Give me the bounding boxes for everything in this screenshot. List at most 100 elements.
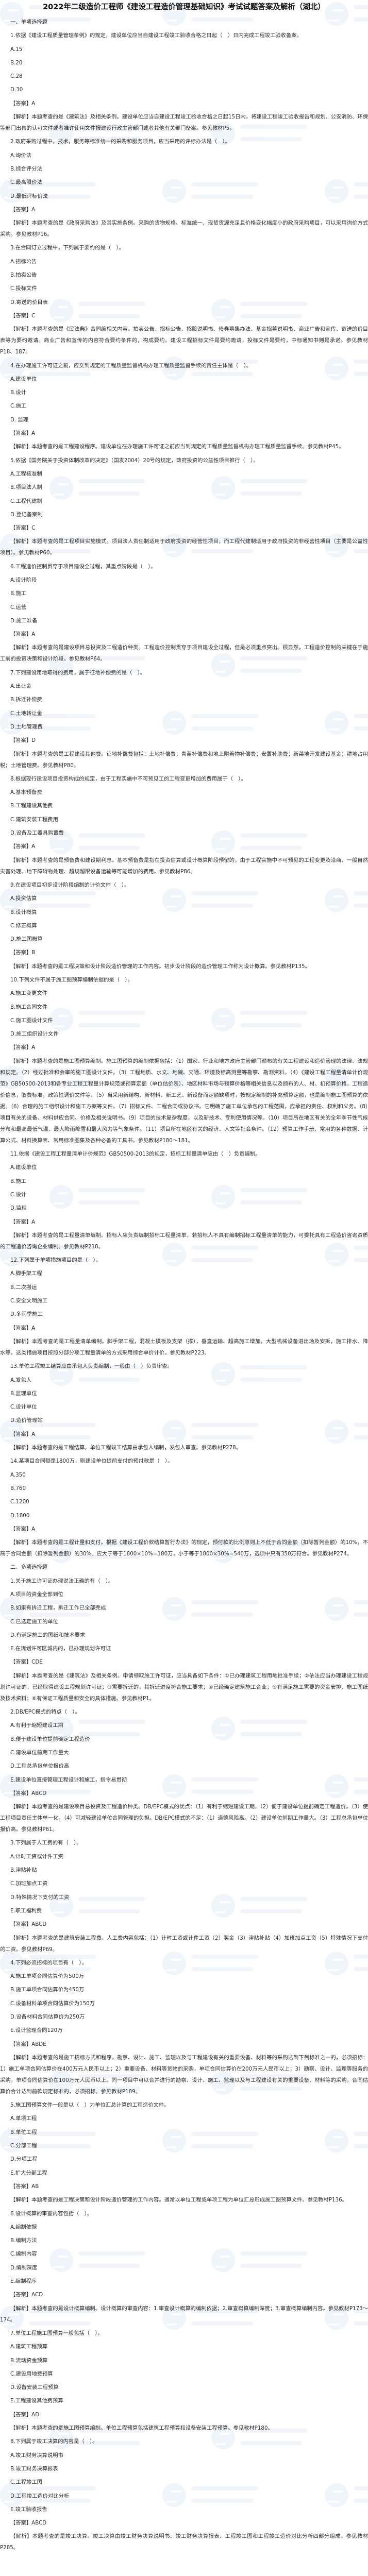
answer-option: B.项目法人制 (10, 484, 42, 491)
answer-option: E.建设单位直接管理工程设计和施工，指令易贯彻 (10, 1776, 127, 1783)
answer-option: A.工程核准制 (10, 470, 42, 477)
question-item: 1.依据《建设工程质量管理条例》的规定，建设单位应当自建设工程竣工验收合格之日起… (0, 30, 368, 134)
answer-analysis: 【解析】本题考查的是《民法典》合同编相关内容。拍卖公告、招标公告、招股说明书、债… (0, 326, 368, 355)
answer-analysis: 【解析】本题考查的是设计概算编制。设计概算的审查内容：1.审查设计概算的编制依据… (0, 2305, 368, 2323)
answer-option: D.1800 (10, 1512, 30, 1519)
question-stem: 1.关于施工许可证办理说法正确的有（ ）。 (10, 1578, 114, 1584)
answer-analysis: 【解析】本题考查的是工程建设程序。建设单位在办理施工许可证之前应当到规定的工程质… (10, 444, 344, 450)
answer-analysis: 【解析】本题考查的是工程结算。单位工程竣工结算由承包人编制，发包人审查。参见教材… (10, 1445, 242, 1451)
correct-answer: 【答案】C (10, 525, 36, 532)
correct-answer: 【答案】AD (10, 2411, 40, 2418)
answer-option: C.设计 (10, 1191, 27, 1198)
answer-option: C.投标文件 (10, 285, 37, 292)
answer-option: A.设计阶段 (10, 577, 37, 583)
question-stem: 3.下列属于人工费的有（ ）。 (10, 1840, 82, 1846)
correct-answer: 【答案】C (10, 312, 36, 319)
question-item: 7.单位工程施工图预算一般包括（ ）。 A.建筑工程预算 B.流动资金预算 C.建设用… (0, 2328, 368, 2434)
correct-answer: 【答案】B (10, 950, 36, 956)
answer-option: B.津贴补贴 (10, 1867, 37, 1874)
section-heading: 二、多项选择题 (10, 1564, 48, 1571)
question-stem: 7.单位工程施工图预算一般包括（ ）。 (10, 2330, 103, 2336)
question-stem: 1.依据《建设工程质量管理条例》的规定，建设单位应当自建设工程竣工验收合格之日起… (10, 32, 302, 39)
answer-option: A.计时工资或计件工资 (10, 1853, 63, 1860)
correct-answer: 【答案】D (10, 737, 36, 744)
answer-analysis: 【解析】本题考查的是建设项目总投资及工程造价种类。DB/EPC模式的优点：（1）… (0, 1804, 368, 1833)
answer-option: C.修正概算 (10, 922, 37, 929)
question-stem: 5.依据《国务院关于投资体制改革的决定》（国发2004）20号的规定，政府投资的… (10, 457, 259, 464)
question-stem: 4.在办理施工许可证之前，应交到规定的工程质量监督机构办理工程质量监督手续的责任… (10, 362, 252, 369)
answer-option: C.编制内容 (10, 2251, 37, 2258)
correct-answer: 【答案】ABDE (10, 2041, 46, 2047)
answer-option: B.工程建设其他费 (10, 803, 53, 809)
answer-option: A.有利于缩短建设工期 (10, 1722, 63, 1729)
answer-option: B.760 (10, 1485, 26, 1492)
answer-option: C.最高限价法 (10, 179, 42, 186)
answer-option: B.竣工财务决算报表 (10, 2465, 58, 2472)
answer-option: B.如果有拆迁工程，拆迁工作已全部完成 (10, 1605, 106, 1612)
question-stem: 2.政府采购过程中，技术，服务等标准统一的采购和服务项目，应当采用的评标办法是（… (10, 139, 230, 145)
answer-option: C.运营 (10, 604, 27, 611)
correct-answer: 【答案】CDE (10, 1659, 43, 1666)
answer-option: B.综合评分法 (10, 165, 42, 172)
correct-answer: 【答案】A (10, 843, 36, 850)
answer-option: E.竣工验收报告 (10, 2506, 47, 2513)
answer-analysis: 【解析】本题考查的是工程量清单编制。招标人应负责编制招标工程量清单，若招标人不具… (0, 1232, 368, 1250)
answer-option: E.工程建设其他费预算 (10, 2398, 63, 2404)
answer-analysis: 【解析】本题考查的是施工招标方式和程序。勘察、设计、施工、监理以及与工程建设有关… (0, 2054, 368, 2095)
answer-option: D.监理 (10, 1205, 27, 1212)
answer-analysis: 【解析】本题考查的是施工图预算编制。施工图预算的编制依据包括：（1）国家、行业和… (0, 1058, 368, 1144)
answer-option: A.350 (10, 1471, 26, 1478)
question-stem: 2.DB/EPC模式的特点（ ）。 (10, 1709, 80, 1716)
answer-option: B.监理单位 (10, 1390, 37, 1397)
answer-analysis: 【解析】本题考查的是竣工决算。竣工决算由竣工财务决算说明书、竣工财务决算报表、工… (0, 2533, 368, 2551)
answer-option: A.施工单项合同估算价为500万 (10, 1973, 85, 1980)
answer-option: D.设备及工器具购置费 (10, 830, 64, 837)
answer-option: A.施工变更文件 (10, 990, 47, 997)
answer-analysis: 【解析】本题考查的是工程项目实施模式。项目法人责任制适用于政府投资的经营性项目，… (0, 538, 368, 556)
answer-option: B.流动资金预算 (10, 2357, 48, 2364)
answer-option: A.建筑工程预算 (10, 2344, 47, 2350)
answer-analysis: 【解析】本题考查的是工程量清单编制。脚手架工程，混凝土模板及支架（撑），垂直运输… (0, 1338, 368, 1356)
correct-answer: 【答案】A (10, 1218, 36, 1225)
question-stem: 4.下列必须招标的项目有（ ）。 (10, 1959, 87, 1966)
question-stem: 10.下列文件不属于施工图预算编制依据的是（ ）。 (10, 977, 133, 983)
question-stem: 5.施工图预算文件一般是以（ ）为单位汇总计算的工程造价文件。 (10, 2102, 170, 2109)
question-stem: 11.依据《建设工程工程量清单计价规范》GB50500-2013的规定，招标工程… (10, 1151, 261, 1158)
answer-option: B.施工单项合同估算价为450万 (10, 1987, 85, 1993)
answer-option: B.设计概算 (10, 909, 37, 916)
answer-option: B.施工 (10, 1178, 26, 1184)
answer-analysis: 【解析】本题考查的是工程建设其他费。征地补偿费包括：土地补偿费；青苗补偿费和地上… (0, 751, 368, 769)
question-item: 8.根据现行建设项目投资构成的规定，由于工程实施中不可预见工的工程变更增加的费用… (0, 773, 368, 877)
answer-option: D.分项工程 (10, 2156, 38, 2163)
answer-option: B.拍卖公告 (10, 272, 37, 279)
answer-option: A.询价法 (10, 152, 32, 159)
answer-option: C.建设用地费预算 (10, 2370, 53, 2377)
answer-option: D. 监理 (10, 416, 29, 423)
question-item: 11.依据《建设工程工程量清单计价规范》GB50500-2013的规定，招标工程… (0, 1148, 368, 1252)
answer-option: A.建设单位 (10, 1164, 37, 1171)
answer-option: D.工程竣工造价对比分析 (10, 2493, 70, 2499)
answer-option: C.已选定施工的单位 (10, 1618, 58, 1625)
correct-answer: 【答案】A (10, 100, 36, 107)
correct-answer: 【答案】A (10, 631, 36, 638)
answer-option: E.扩大分部工程 (10, 2170, 47, 2176)
answer-analysis: 【解析】本题考查的是施工图预算编制。单位工程预算包括建筑工程预算和设备安装工程预… (10, 2425, 273, 2432)
question-item: 4.下列必须招标的项目有（ ）。 A.施工单项合同估算价为500万 B.施工单项合同… (0, 1957, 368, 2097)
answer-analysis: 【解析】本题考查的是建设项目总投资及工程造价种类。工程造价控制贯穿于项目建设全过… (0, 645, 368, 663)
answer-option: C.28 (10, 73, 23, 80)
answer-option: C.设备材料单项合同估算价为150万 (10, 2000, 95, 2007)
answer-analysis: 【解析】本题考查的是预备费和建设期利息。基本预备费是指在投资估算或设计概算阶段预… (0, 857, 368, 875)
question-item: 5.依据《国务院关于投资体制改革的决定》（国发2004）20号的规定，政府投资的… (0, 455, 368, 559)
question-stem: 8.下列属于竣工决算的内容是（ ）。 (10, 2438, 98, 2445)
correct-answer: 【答案】ABCD (10, 2520, 47, 2527)
answer-option: E.编制程序 (10, 2278, 37, 2285)
